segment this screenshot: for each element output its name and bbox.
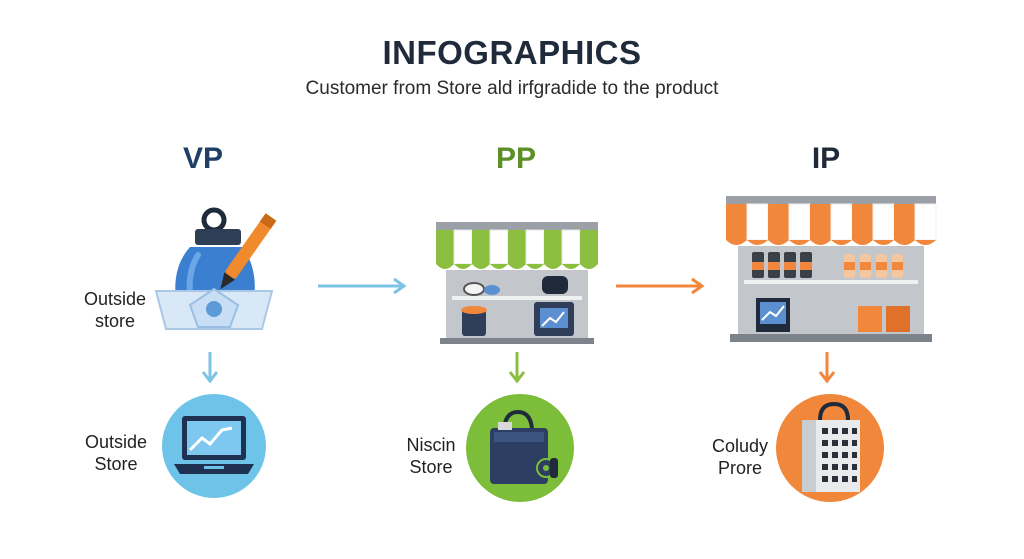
bottom-label-pp-line-2: Store [409, 457, 453, 477]
niscin-store-label: Niscin Store [398, 434, 464, 478]
page-subtitle: Customer from Store ald irfgradide to th… [305, 78, 719, 99]
heading-vp: VP [182, 142, 224, 175]
arrow-down-green [508, 352, 526, 384]
bottom-label-ip-line-1: Coludy [711, 436, 769, 456]
coludy-prore-label: Coludy Prore [700, 435, 780, 479]
heading-ip: IP [811, 142, 841, 175]
bottom-label-vp-line-1: Outside [84, 432, 148, 452]
outside-store-top-label: Outside store [72, 288, 158, 332]
heading-pp: PP [495, 142, 537, 175]
arrow-down-blue [201, 352, 219, 384]
building-icon [776, 394, 884, 502]
arrow-right-orange [616, 277, 705, 295]
orange-awning-store-icon [726, 196, 937, 342]
laptop-chart-icon [162, 394, 266, 498]
shopping-bag-icon [466, 394, 574, 502]
bottom-label-vp-line-2: Store [94, 454, 138, 474]
outside-store-bottom-label: Outside Store [74, 431, 158, 475]
bottom-label-pp-line-1: Niscin [406, 435, 456, 455]
green-awning-store-icon [436, 222, 598, 344]
jar-pen-icon [154, 207, 277, 330]
top-label-line-2: store [94, 311, 136, 331]
bottom-label-ip-line-2: Prore [717, 458, 762, 478]
arrow-right-blue [318, 277, 407, 295]
page-title: INFOGRAPHICS [382, 34, 642, 71]
top-label-line-1: Outside [83, 289, 147, 309]
arrow-down-orange [818, 352, 836, 384]
